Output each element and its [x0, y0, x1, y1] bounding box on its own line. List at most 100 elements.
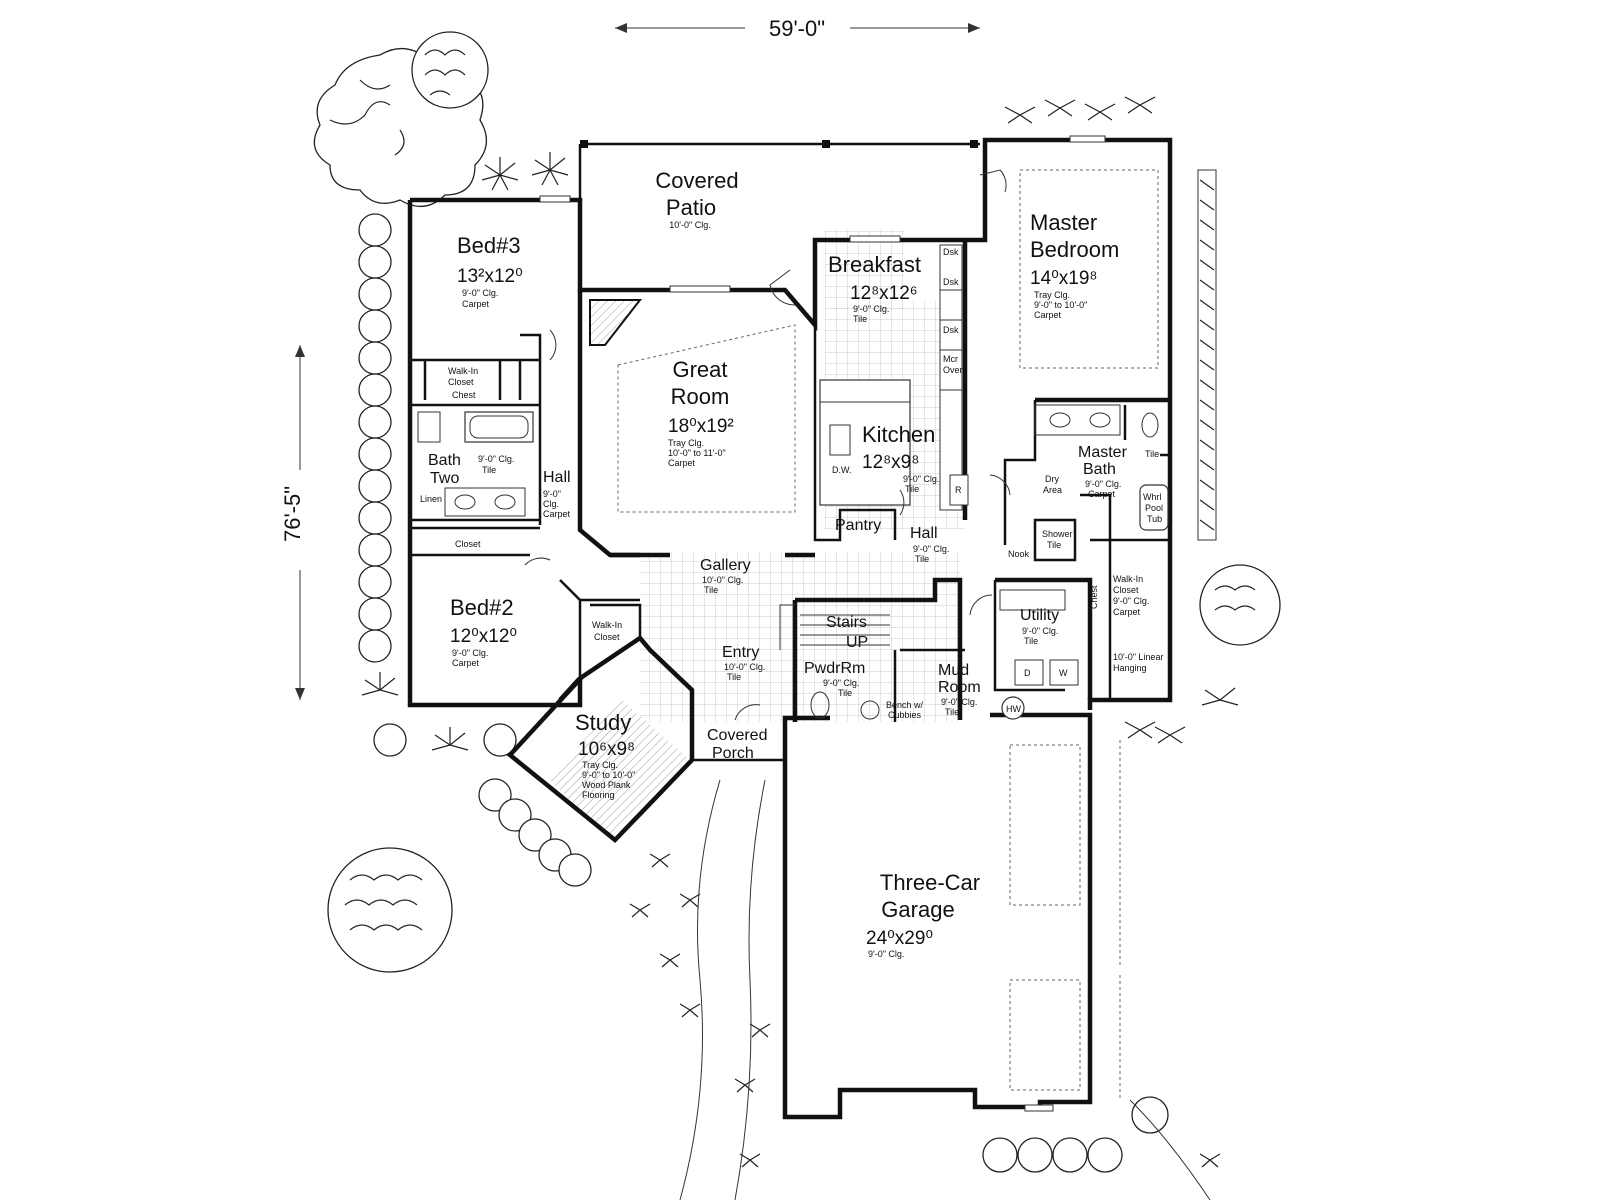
bed2-closet-line-1: Walk-In: [592, 620, 622, 630]
breakfast-dims: 12⁸x12⁶: [850, 283, 918, 304]
room-pantry: Pantry: [835, 517, 881, 534]
room-bath-two: Bath Two 9'-0" Clg. Tile Linen: [420, 452, 514, 504]
bed3-dims: 13²x12⁰: [457, 266, 523, 287]
utility-washer: W: [1059, 668, 1068, 678]
room-hall-center: Hall 9'-0" Clg. Tile Nook: [910, 525, 1030, 564]
mud-room-name-2: Room: [938, 679, 981, 696]
entry-note-2: Tile: [727, 672, 741, 682]
powder-room-note-1: 9'-0" Clg.: [823, 678, 859, 688]
dry-area-line-1: Dry: [1045, 474, 1059, 484]
hedge-right-icon: [1197, 169, 1217, 541]
bed3-closet-line-1: Walk-In: [448, 366, 478, 376]
palm-icon: [361, 96, 1239, 751]
room-master-closet: Walk-In Closet 9'-0" Clg. Carpet 10'-0" …: [1089, 574, 1163, 673]
mud-room-bench-1: Bench w/: [886, 700, 924, 710]
master-bedroom-dims: 14⁰x19⁸: [1030, 268, 1097, 289]
master-closet-line-1: Walk-In: [1113, 574, 1143, 584]
utility-dryer: D: [1024, 668, 1031, 678]
powder-room-name: PwdrRm: [804, 660, 865, 677]
study-note-3: Wood Plank: [582, 780, 631, 790]
mud-room-note-1: 9'-0" Clg.: [941, 697, 977, 707]
bath-two-note-2: Tile: [482, 465, 496, 475]
room-stairs: Stairs UP: [826, 614, 868, 651]
walkway: [679, 779, 721, 1200]
study-name: Study: [575, 710, 631, 735]
appliance-dsk-2: Dsk: [943, 277, 959, 287]
kitchen-refrigerator: R: [955, 485, 962, 495]
master-closet-line-2: Closet: [1113, 585, 1139, 595]
gallery-note-1: 10'-0" Clg.: [702, 575, 743, 585]
shower-line-1: Shower: [1042, 529, 1073, 539]
room-bed3: Bed#3 13²x12⁰ 9'-0" Clg. Carpet: [457, 233, 523, 309]
garage-name-1: Three-Car: [880, 870, 980, 895]
depth-dimension: 76'-5": [280, 345, 305, 700]
master-bath-note-2: Carpet: [1088, 489, 1116, 499]
hall-center-name: Hall: [910, 525, 938, 542]
bed2-closet-line-2: Closet: [594, 632, 620, 642]
great-room-note-2: 10'-0" to 11'-0": [668, 448, 726, 458]
garage-name-2: Garage: [881, 897, 954, 922]
entry-name: Entry: [722, 644, 759, 661]
master-closet-hanging-2: Hanging: [1113, 663, 1147, 673]
appliance-micro: Mcr: [943, 354, 958, 364]
room-gallery: Gallery 10'-0" Clg. Tile: [700, 557, 751, 595]
whirlpool-line-3: Tub: [1147, 514, 1162, 524]
covered-porch-name-2: Porch: [712, 745, 754, 762]
hall-left-note-2: Clg.: [543, 499, 559, 509]
room-garage: Three-Car Garage 24⁰x29⁰ 9'-0" Clg.: [866, 870, 980, 959]
bath-two-linen: Linen: [420, 494, 442, 504]
gallery-note-2: Tile: [704, 585, 718, 595]
bed3-note-2: Carpet: [462, 299, 490, 309]
kitchen-appliances: Dsk Dsk Dsk Mcr Oven: [943, 247, 965, 375]
hall-center-note-1: 9'-0" Clg.: [913, 544, 949, 554]
kitchen-name: Kitchen: [862, 422, 935, 447]
master-bath-name-2: Bath: [1083, 461, 1116, 478]
pantry-name: Pantry: [835, 517, 881, 534]
appliance-oven: Oven: [943, 365, 965, 375]
hall-center-nook: Nook: [1008, 549, 1030, 559]
garage-dims: 24⁰x29⁰: [866, 928, 933, 949]
garage-shrubs-icon: [982, 1096, 1169, 1173]
master-closet-hanging-1: 10'-0" Linear: [1113, 652, 1163, 662]
master-bedroom-name-2: Bedroom: [1030, 237, 1119, 262]
kitchen-note-1: 9'-0" Clg.: [903, 474, 939, 484]
room-study: Study 10⁶x9⁸ Tray Clg. 9'-0" to 10'-0" W…: [575, 710, 635, 800]
hall-left-note-3: Carpet: [543, 509, 571, 519]
breakfast-name: Breakfast: [828, 252, 921, 277]
great-room-dims: 18⁰x19²: [668, 416, 734, 437]
width-dimension: 59'-0": [615, 16, 980, 41]
study-note-1: Tray Clg.: [582, 760, 618, 770]
covered-patio-note: 10'-0" Clg.: [669, 220, 710, 230]
room-master-bath: Master Bath 9'-0" Clg. Carpet Tile Whrl …: [1042, 444, 1163, 550]
room-walk-in-closet-bed3: Walk-In Closet Chest: [448, 366, 478, 400]
master-closet-chest: Chest: [1089, 585, 1099, 609]
appliance-dsk-3: Dsk: [943, 325, 959, 335]
shrub-lower-left-icon: [327, 847, 453, 973]
great-room-note-1: Tray Clg.: [668, 438, 704, 448]
bed3-name: Bed#3: [457, 233, 521, 258]
master-bedroom-note-2: 9'-0" to 10'-0": [1034, 300, 1087, 310]
covered-patio-name-1: Covered: [655, 168, 738, 193]
room-covered-patio: Covered Patio 10'-0" Clg.: [655, 168, 738, 230]
covered-patio-name-2: Patio: [666, 195, 716, 220]
master-bath-name-1: Master: [1078, 444, 1128, 461]
stairs-up: UP: [846, 634, 868, 651]
mud-room-note-2: Tile: [945, 707, 959, 717]
hall-center-note-2: Tile: [915, 554, 929, 564]
bed3-closet-line-2: Closet: [448, 377, 474, 387]
room-hall-left: Hall 9'-0" Clg. Carpet: [543, 469, 571, 519]
shower-line-2: Tile: [1047, 540, 1061, 550]
master-bedroom-name-1: Master: [1030, 210, 1097, 235]
room-covered-porch: Covered Porch: [707, 727, 767, 762]
study-dims: 10⁶x9⁸: [578, 739, 635, 760]
room-closet-left: Closet: [455, 539, 481, 549]
landscaping: [313, 31, 1281, 1200]
bed3-closet-chest: Chest: [452, 390, 476, 400]
covered-porch-name-1: Covered: [707, 727, 767, 744]
exterior-walls: [407, 137, 1173, 1120]
closet-left-name: Closet: [455, 539, 481, 549]
mud-room-bench-2: Cubbies: [888, 710, 922, 720]
master-bath-note-1: 9'-0" Clg.: [1085, 479, 1121, 489]
mud-room-name-1: Mud: [938, 662, 969, 679]
